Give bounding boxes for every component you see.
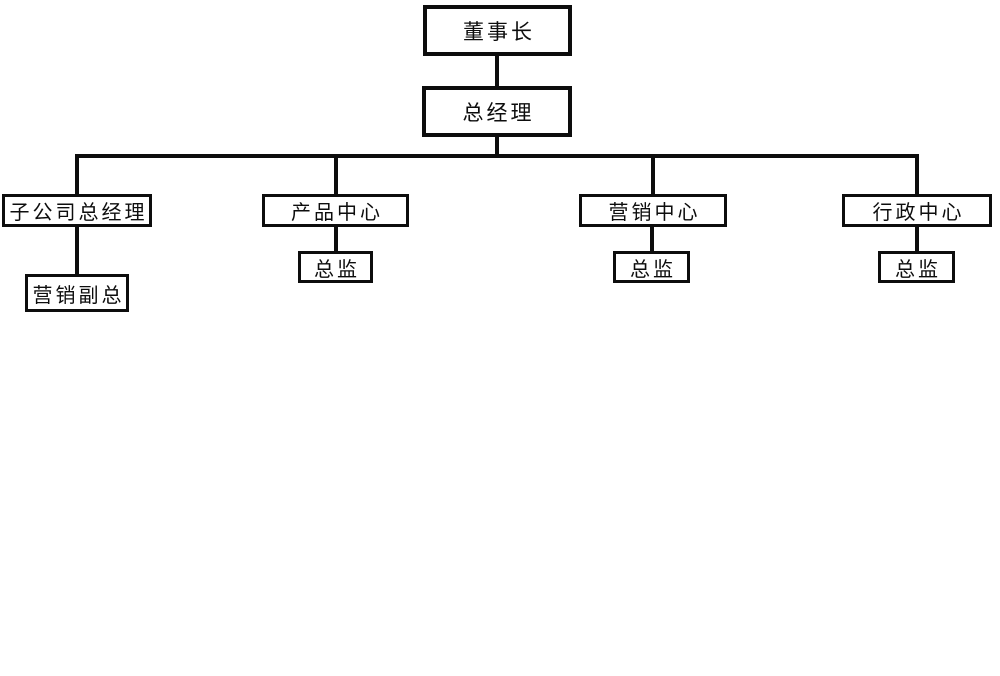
node-admin-director: 总监 xyxy=(878,251,955,283)
connector-horizontal-bus xyxy=(75,154,919,158)
connector-admin-center-to-director xyxy=(915,227,919,251)
node-general-manager: 总经理 xyxy=(422,86,572,137)
node-marketing-center: 营销中心 xyxy=(579,194,727,227)
node-chairman: 董事长 xyxy=(423,5,572,56)
node-marketing-vp: 营销副总 xyxy=(25,274,129,312)
connector-bus-to-marketing-center xyxy=(651,154,655,194)
node-marketing-director: 总监 xyxy=(613,251,690,283)
node-subsidiary-general-manager: 子公司总经理 xyxy=(2,194,152,227)
connector-chairman-to-gm xyxy=(495,56,499,86)
connector-marketing-center-to-director xyxy=(650,227,654,251)
connector-bus-to-product-center xyxy=(334,154,338,194)
node-product-director: 总监 xyxy=(298,251,373,283)
connector-subsidiary-gm-to-marketing-vp xyxy=(75,227,79,274)
connector-bus-to-subsidiary-gm xyxy=(75,154,79,194)
connector-gm-to-bus xyxy=(495,137,499,158)
node-admin-center: 行政中心 xyxy=(842,194,992,227)
node-product-center: 产品中心 xyxy=(262,194,409,227)
connector-product-center-to-director xyxy=(334,227,338,251)
connector-bus-to-admin-center xyxy=(915,154,919,194)
